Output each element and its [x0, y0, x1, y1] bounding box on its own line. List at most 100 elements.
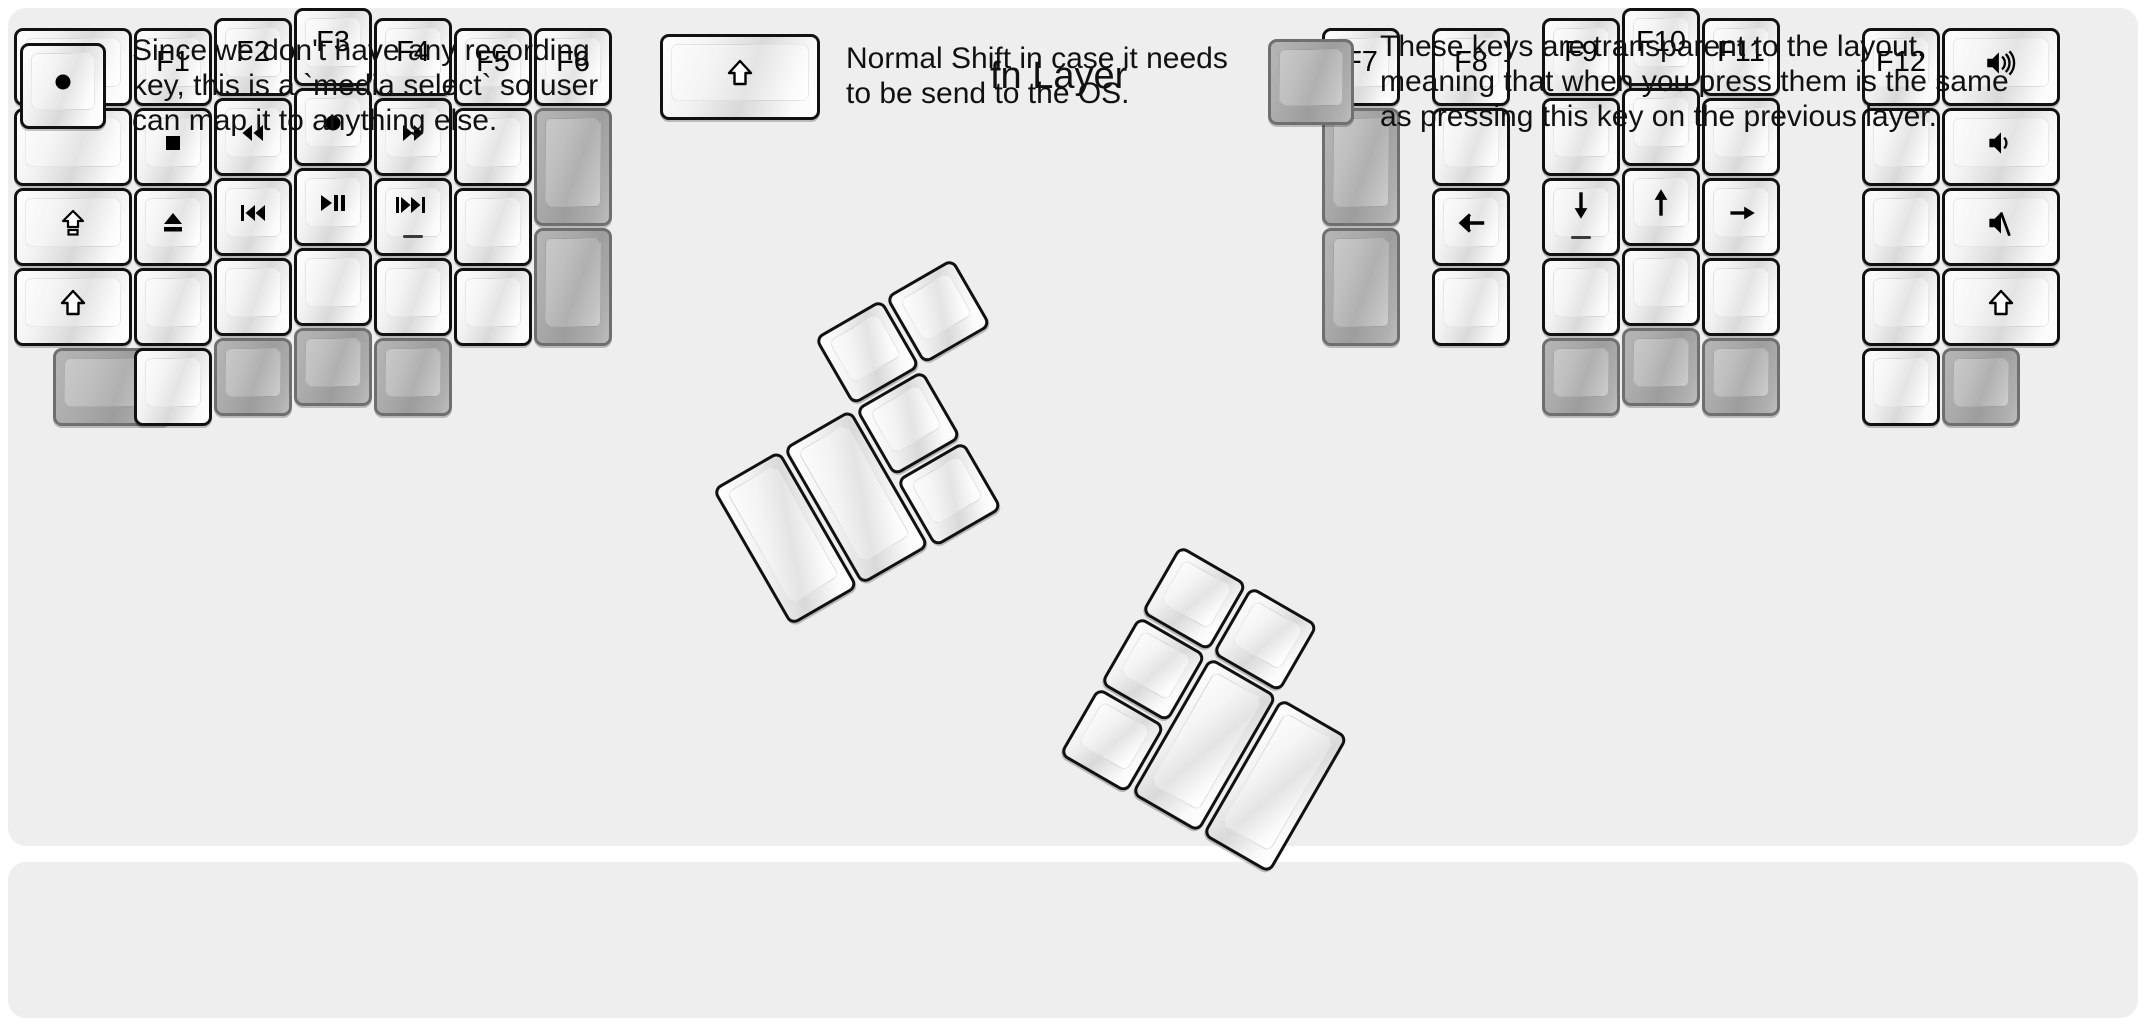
key-legend — [46, 65, 80, 99]
key-blank[interactable] — [1622, 88, 1700, 166]
key-blank[interactable] — [1542, 258, 1620, 336]
key-label: F11 — [1717, 36, 1765, 68]
key-legend — [56, 206, 90, 240]
key-blank[interactable] — [454, 268, 532, 346]
key-f3[interactable]: F3 — [294, 8, 372, 86]
key-label: F2 — [236, 36, 270, 68]
key-volume-mute[interactable] — [1942, 188, 2060, 266]
keycap-surface — [545, 118, 601, 207]
keycap-surface — [385, 188, 441, 238]
key-media-record[interactable] — [294, 88, 372, 166]
key-media-rewind[interactable] — [214, 98, 292, 176]
legend-item-media-select: Since we don't have any recording key, t… — [20, 34, 598, 138]
key-blank[interactable] — [1862, 188, 1940, 266]
key-f1[interactable]: F1 — [134, 28, 212, 106]
key-arrow-down[interactable] — [1542, 178, 1620, 256]
key-arrow-right[interactable] — [1702, 178, 1780, 256]
keycap-surface — [1953, 278, 2049, 327]
keycap-surface — [1713, 108, 1769, 157]
key-f9[interactable]: F9 — [1542, 18, 1620, 96]
key-blank[interactable] — [1862, 108, 1940, 186]
keycap-surface — [305, 98, 361, 147]
key-media-play-pause[interactable] — [294, 168, 372, 246]
key-blank[interactable] — [1432, 108, 1510, 186]
key-blank[interactable] — [1542, 98, 1620, 176]
key-label: F9 — [1564, 36, 1598, 68]
key-media-eject[interactable] — [134, 188, 212, 266]
keycap-surface — [305, 258, 361, 307]
key-f11[interactable]: F11 — [1702, 18, 1780, 96]
key-f12[interactable]: F12 — [1862, 28, 1940, 106]
key-media-fast-forward[interactable] — [374, 98, 452, 176]
key-legend — [1643, 185, 1679, 221]
key-legend — [236, 116, 270, 150]
key-label: F3 — [316, 26, 350, 58]
key-transparent[interactable] — [214, 338, 292, 416]
key-f6[interactable]: F6 — [534, 28, 612, 106]
keycap-surface — [1119, 630, 1193, 701]
keycap-surface — [1553, 108, 1609, 157]
key-legend: F1 — [156, 48, 190, 77]
keycap-surface — [305, 178, 361, 227]
key-legend: F9 — [1564, 38, 1598, 67]
key-f8[interactable]: F8 — [1432, 28, 1510, 106]
key-blank[interactable] — [1432, 268, 1510, 346]
keycap-surface — [1633, 258, 1689, 307]
key-transparent-tall[interactable] — [534, 228, 612, 346]
key-blank[interactable] — [454, 188, 532, 266]
media-stop-icon — [156, 126, 190, 160]
key-blank[interactable] — [214, 258, 292, 336]
key-f5[interactable]: F5 — [454, 28, 532, 106]
legend-text: These keys are transparent to the layout… — [1380, 30, 2009, 133]
key-shift[interactable] — [14, 268, 132, 346]
key-transparent[interactable] — [1702, 338, 1780, 416]
keycap-surface: F5 — [465, 38, 521, 87]
key-media-next-track[interactable] — [374, 178, 452, 256]
keycap-surface: F12 — [1873, 38, 1929, 87]
key-f10[interactable]: F10 — [1622, 8, 1700, 86]
key-blank[interactable] — [134, 348, 212, 426]
keycap-surface — [1231, 600, 1305, 671]
key-arrow-left[interactable] — [1432, 188, 1510, 266]
key-transparent[interactable] — [1542, 338, 1620, 416]
key-f4[interactable]: F4 — [374, 18, 452, 96]
key-legend: F12 — [1876, 48, 1926, 77]
shift-icon — [723, 56, 757, 90]
key-transparent-tall[interactable] — [534, 108, 612, 226]
key-blank[interactable] — [1862, 268, 1940, 346]
keycap-surface — [1443, 278, 1499, 327]
key-transparent-tall[interactable] — [1322, 108, 1400, 226]
key-blank[interactable] — [294, 248, 372, 326]
key-media-prev-track[interactable] — [214, 178, 292, 256]
key-volume-up[interactable] — [1942, 28, 2060, 106]
keycap-surface — [828, 313, 902, 384]
keycap-surface: F1 — [145, 38, 201, 87]
key-transparent[interactable] — [1942, 348, 2020, 426]
key-legend: F3 — [316, 28, 350, 57]
key-media-stop[interactable] — [134, 108, 212, 186]
key-legend: F5 — [476, 48, 510, 77]
keycap-surface — [1160, 559, 1234, 630]
key-legend — [156, 126, 190, 160]
key-shift[interactable] — [1942, 268, 2060, 346]
key-blank[interactable] — [374, 258, 452, 336]
keycap-surface — [910, 455, 984, 526]
key-legend: F6 — [556, 48, 590, 77]
keycap-surface: F4 — [385, 28, 441, 77]
media-eject-icon — [156, 206, 190, 240]
keycap-surface — [899, 272, 973, 343]
key-blank[interactable] — [1622, 248, 1700, 326]
key-caps-lock[interactable] — [14, 188, 132, 266]
key-blank[interactable] — [1862, 348, 1940, 426]
key-f2[interactable]: F2 — [214, 18, 292, 96]
key-blank[interactable] — [1702, 258, 1780, 336]
key-transparent[interactable] — [294, 328, 372, 406]
key-blank[interactable] — [1702, 98, 1780, 176]
key-blank[interactable] — [134, 268, 212, 346]
key-transparent-tall[interactable] — [1322, 228, 1400, 346]
key-volume-down[interactable] — [1942, 108, 2060, 186]
key-blank[interactable] — [454, 108, 532, 186]
key-transparent[interactable] — [374, 338, 452, 416]
key-transparent[interactable] — [1622, 328, 1700, 406]
key-arrow-up[interactable] — [1622, 168, 1700, 246]
